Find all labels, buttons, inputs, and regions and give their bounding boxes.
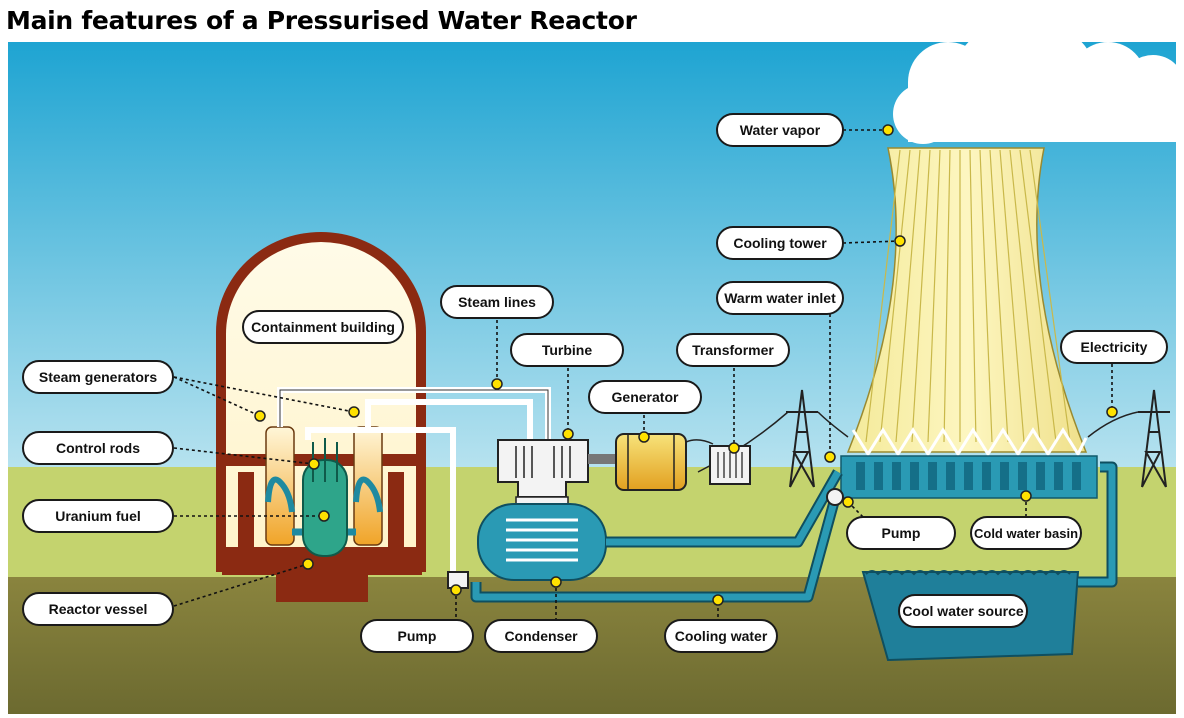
pump-right-shape: [826, 488, 844, 506]
pump-right-label: Pump: [846, 516, 956, 550]
page-title: Main features of a Pressurised Water Rea…: [6, 6, 637, 35]
control-rods-label: Control rods: [22, 431, 174, 465]
turbine-label: Turbine: [510, 333, 624, 367]
steam-generators-label: Steam generators: [22, 360, 174, 394]
cooling-tower-label: Cooling tower: [716, 226, 844, 260]
cold-water-basin-label: Cold water basin: [970, 516, 1082, 550]
reactor-core: [265, 426, 383, 557]
generator: [615, 433, 714, 491]
cooling-water-label: Cooling water: [664, 619, 778, 653]
water-vapor-cloud: [893, 42, 1176, 144]
pump-left-label: Pump: [360, 619, 474, 653]
electricity-label: Electricity: [1060, 330, 1168, 364]
warm-water-inlet-label: Warm water inlet: [716, 281, 844, 315]
return-line: [305, 427, 456, 582]
leader-lines: [173, 129, 1113, 620]
uranium-fuel-label: Uranium fuel: [22, 499, 174, 533]
marker-dots: [254, 124, 1118, 606]
transformer-label: Transformer: [676, 333, 790, 367]
power-pylon-right: [1138, 389, 1170, 488]
containment-building-label: Containment building: [242, 310, 404, 344]
generator-label: Generator: [588, 380, 702, 414]
condenser: [477, 496, 607, 581]
reactor-vessel-label: Reactor vessel: [22, 592, 174, 626]
power-pylon-left: [786, 389, 818, 488]
steam-lines-label: Steam lines: [440, 285, 554, 319]
cool-water-source-label: Cool water source: [898, 594, 1028, 628]
condenser-label: Condenser: [484, 619, 598, 653]
water-vapor-label: Water vapor: [716, 113, 844, 147]
